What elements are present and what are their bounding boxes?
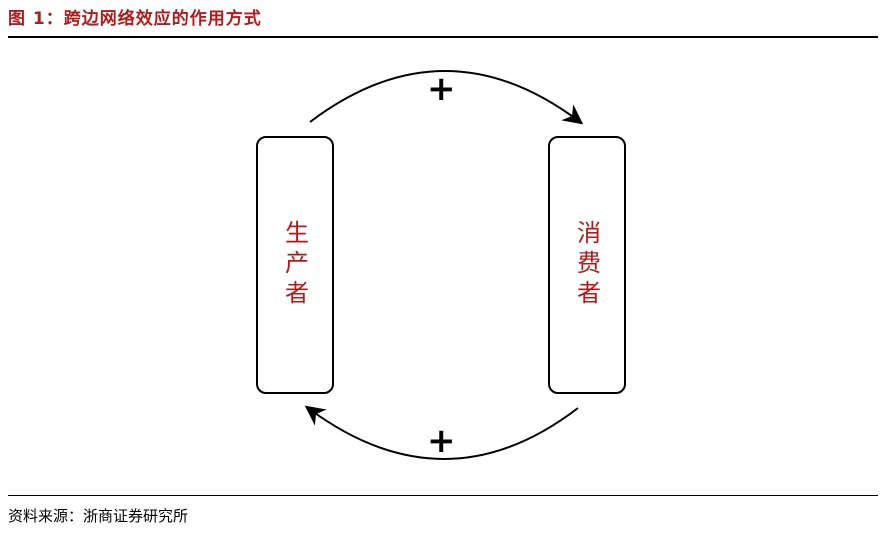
- source-note: 资料来源：浙商证券研究所: [8, 507, 189, 525]
- producer-box: 生产者: [256, 136, 334, 394]
- top-rule: [8, 36, 878, 38]
- figure-title: 图 1：跨边网络效应的作用方式: [8, 9, 262, 29]
- consumer-box: 消费者: [548, 136, 626, 394]
- top-plus-sign: +: [427, 69, 456, 109]
- consumer-label: 消费者: [572, 220, 601, 310]
- bottom-rule: [8, 495, 878, 496]
- arrow-consumer-to-producer: [304, 405, 579, 460]
- arrow-producer-to-consumer: [309, 70, 584, 125]
- producer-label: 生产者: [280, 220, 309, 310]
- bottom-plus-sign: +: [427, 421, 456, 461]
